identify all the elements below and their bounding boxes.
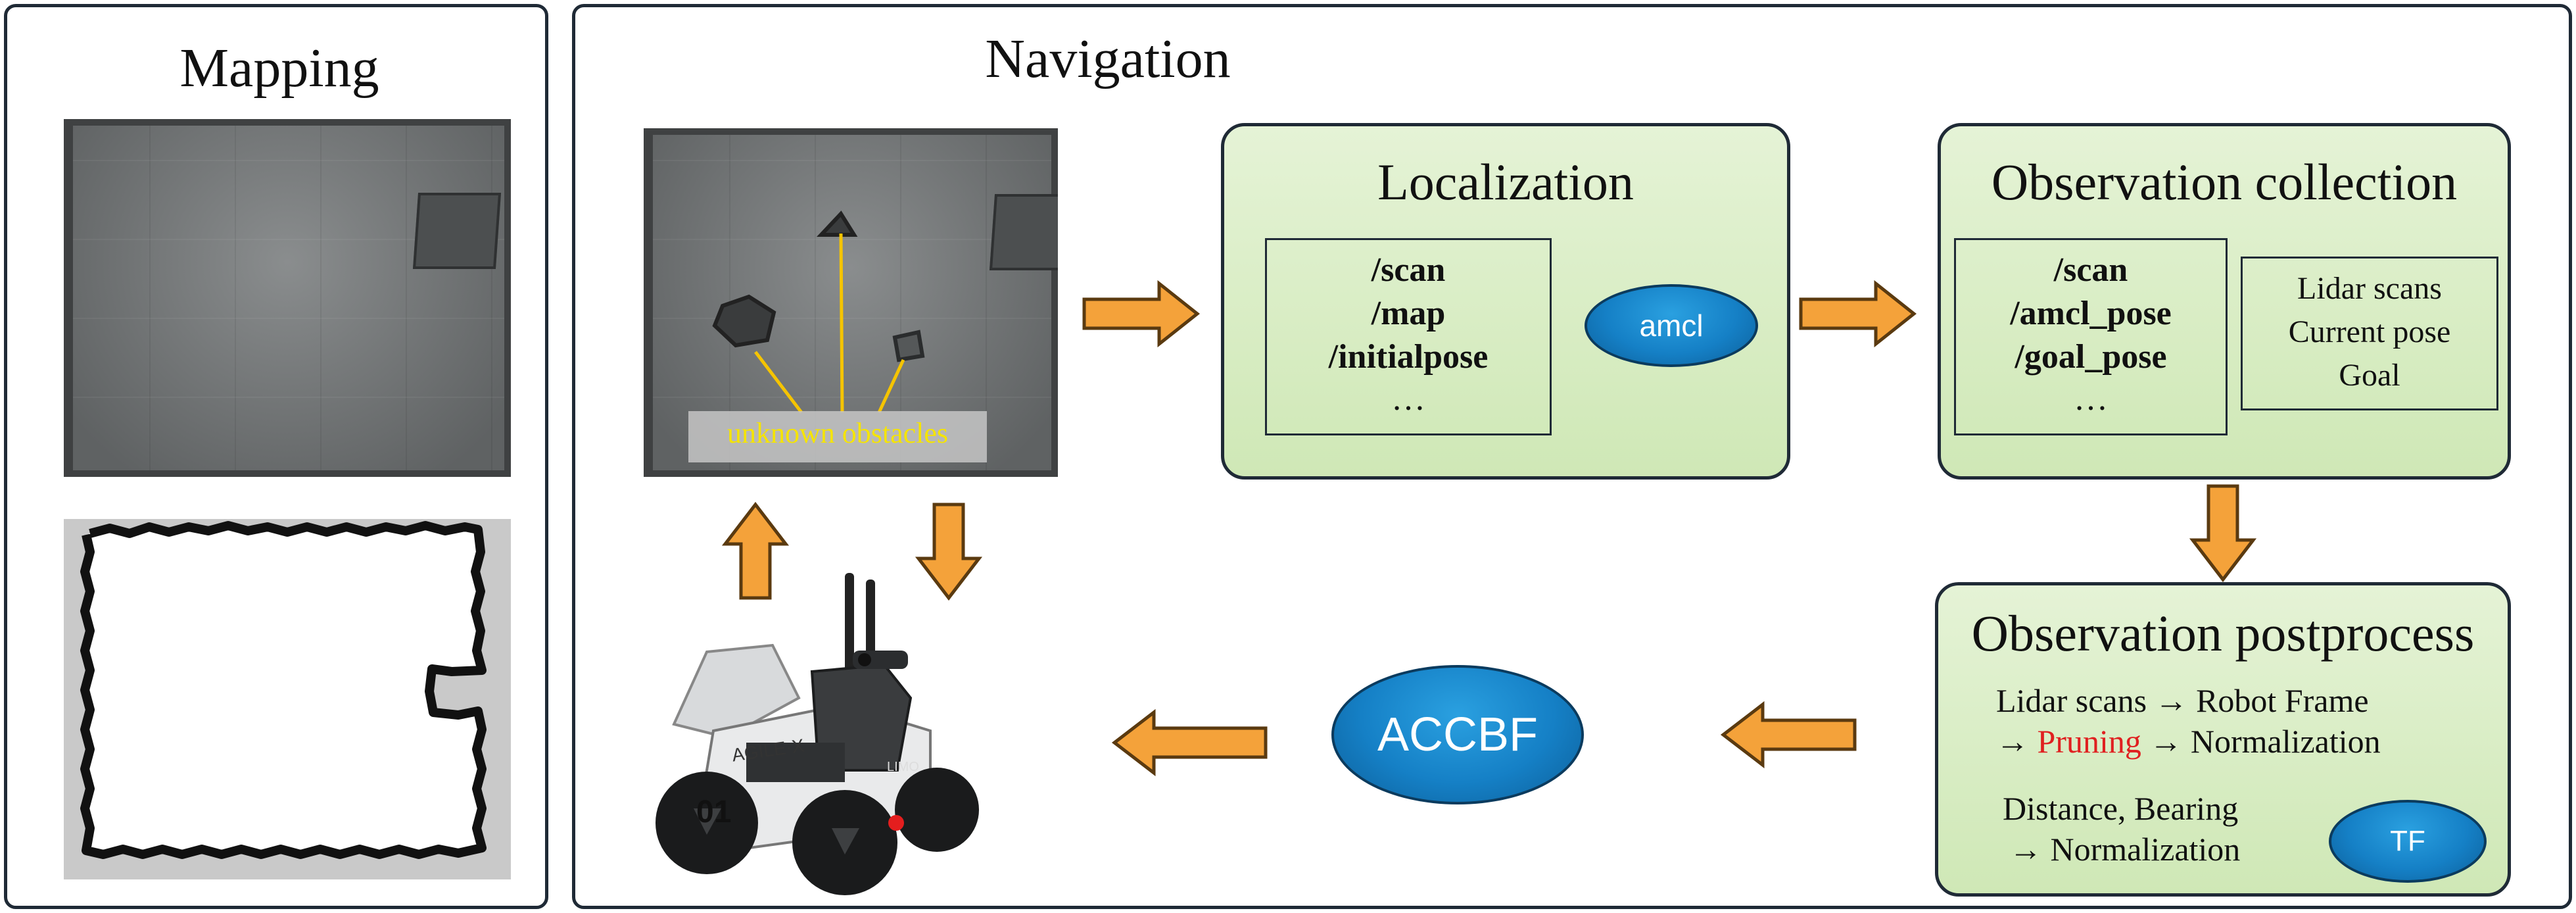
topic-item: … — [2074, 380, 2108, 418]
arrow-photo-to-localization — [1082, 280, 1200, 348]
obstacle-label: unknown obstacles — [727, 417, 949, 449]
topic-item: /scan — [2053, 251, 2128, 289]
pruning-label: Pruning — [2037, 723, 2141, 760]
mapping-panel: Mapping — [4, 4, 548, 909]
postprocess-step-3: Distance, Bearing — [2003, 790, 2239, 827]
navigation-title: Navigation — [985, 28, 1231, 89]
arrow-collection-to-postprocess — [2189, 484, 2257, 582]
amcl-node: amcl — [1585, 284, 1758, 367]
localization-box: Localization /scan /map /initialpose … a… — [1221, 123, 1790, 480]
mapping-arena-photo — [64, 119, 511, 477]
map-boundary — [80, 521, 487, 859]
triangle-obstacle — [817, 210, 858, 237]
pentagon-obstacle — [712, 294, 776, 348]
topic-item: /amcl_pose — [2010, 295, 2172, 332]
observation-collection-info: Lidar scans Current pose Goal — [2241, 257, 2498, 410]
arrow-glyph: → — [1996, 723, 2029, 760]
pointer-line — [839, 233, 844, 413]
postprocess-step-1: Lidar scans → Robot Frame — [1996, 682, 2369, 719]
box-obstacle — [412, 193, 502, 269]
obstacle-label-bg — [688, 411, 987, 462]
localization-topics: /scan /map /initialpose … — [1265, 238, 1552, 435]
info-item: Goal — [2339, 358, 2400, 393]
observation-collection-box: Observation collection /scan /amcl_pose … — [1938, 123, 2511, 480]
topic-item: /goal_pose — [2015, 338, 2167, 376]
antenna — [845, 573, 854, 685]
wheel — [895, 768, 979, 852]
arrow-localization-to-observation — [1799, 280, 1917, 348]
observation-collection-title: Observation collection — [1991, 153, 2458, 210]
topic-item: /initialpose — [1328, 338, 1489, 376]
navigation-arena-photo: unknown obstacles — [644, 128, 1058, 477]
navigation-panel: Navigation unknown obstacles Localizatio… — [572, 4, 2572, 909]
robot-number: 01 — [696, 795, 732, 829]
topic-item: /scan — [1371, 251, 1446, 289]
arrow-environment-to-robot — [915, 503, 983, 601]
info-item: Current pose — [2288, 314, 2451, 349]
normalization-label: → Normalization — [2149, 723, 2381, 760]
observation-collection-topics: /scan /amcl_pose /goal_pose … — [1954, 238, 2228, 435]
mapping-title: Mapping — [179, 37, 379, 99]
observation-postprocess-box: Observation postprocess Lidar scans → Ro… — [1935, 582, 2511, 897]
robot-model: LIMO — [887, 760, 919, 774]
arrow-robot-to-environment — [721, 502, 790, 600]
observation-postprocess-title: Observation postprocess — [1971, 605, 2475, 662]
tf-node: TF — [2329, 800, 2487, 883]
pointer-line — [877, 358, 905, 414]
arrow-postprocess-to-accbf — [1720, 701, 1857, 769]
occupancy-map — [64, 519, 511, 879]
pointer-line — [754, 351, 803, 414]
info-item: Lidar scans — [2297, 271, 2442, 306]
topic-item: /map — [1371, 295, 1446, 332]
arrow-accbf-to-robot — [1111, 708, 1268, 777]
postprocess-step-2: → Pruning → Normalization — [1996, 722, 2381, 760]
led-light — [888, 815, 904, 831]
topic-item: … — [1391, 380, 1425, 418]
localization-title: Localization — [1377, 153, 1634, 210]
postprocess-step-4: → Normalization — [2009, 831, 2241, 868]
limo-robot — [656, 573, 979, 895]
accbf-controller: ACCBF — [1331, 665, 1584, 804]
square-obstacle — [892, 330, 925, 362]
